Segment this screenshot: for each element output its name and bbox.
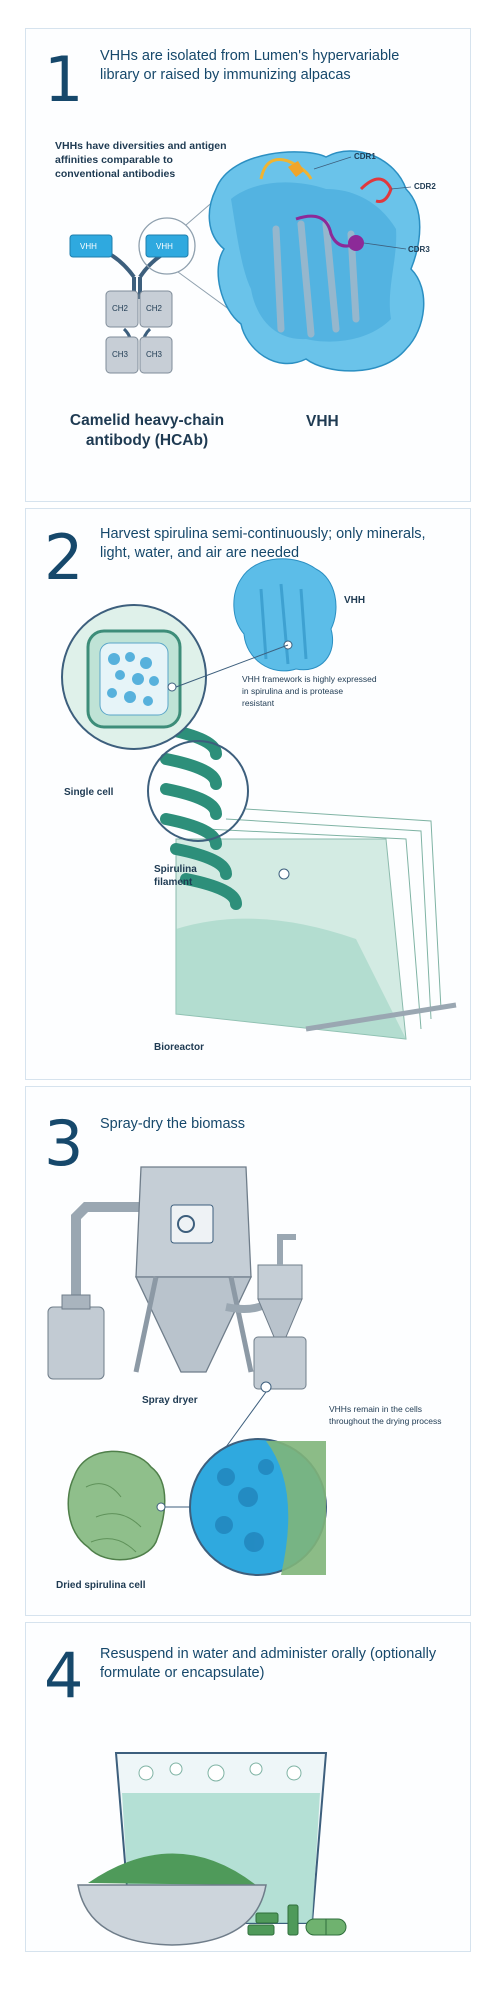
step-3-illustration (47, 1166, 327, 1576)
single-cell-zoom (61, 604, 207, 750)
step-3-heading: Spray-dry the biomass (100, 1116, 246, 1132)
dried-spirulina-cell (67, 1450, 196, 1561)
step-3-number: 3 (44, 1107, 84, 1180)
vhh-protein-structure (208, 150, 425, 372)
vhh-remain-note: VHHs remain in the cells throughout the … (329, 1404, 442, 1426)
filament-zoom-circle (147, 740, 249, 842)
vhh-structure-2 (175, 558, 337, 688)
spirulina-filament (160, 723, 242, 910)
ch3-right-label: CH3 (146, 350, 163, 359)
step-2-panel: 2 Harvest spirulina semi-continuously; o… (25, 508, 471, 1080)
step-4-number: 4 (44, 1639, 84, 1712)
step-4-illustration (77, 1752, 347, 1946)
vhh-domain-left-label: VHH (80, 242, 97, 251)
vhh-diversity-note: VHHs have diversities and antigen affini… (55, 140, 227, 180)
capsules-and-tablets (247, 1904, 347, 1936)
single-cell-label: Single cell (64, 787, 114, 798)
cdr1-label: CDR1 (354, 152, 376, 161)
ch3-left-label: CH3 (112, 350, 129, 359)
step-4-panel: 4 Resuspend in water and administer oral… (25, 1622, 471, 1952)
ch2-right-label: CH2 (146, 304, 163, 313)
step-1-heading: VHHs are isolated from Lumen's hypervari… (100, 48, 400, 83)
bioreactor-label: Bioreactor (154, 1042, 205, 1053)
powder-bowl (77, 1853, 267, 1946)
ch2-domain-right (139, 290, 173, 328)
vhh-label-2: VHH (344, 595, 366, 606)
ch3-domain-left (105, 336, 139, 374)
step-4-heading: Resuspend in water and administer orally… (100, 1646, 437, 1681)
vhh-domain-left (69, 234, 113, 258)
spray-dryer-label: Spray dryer (142, 1395, 198, 1406)
ch2-domain-left (105, 290, 139, 328)
spray-dryer (47, 1166, 307, 1393)
spirulina-filament-label: Spirulina filament (154, 864, 197, 888)
step-3-panel: 3 Spray-dry the biomass (25, 1086, 471, 1616)
step-1-illustration (69, 150, 425, 374)
hcab-antibody (69, 198, 257, 374)
step-2-illustration (61, 558, 457, 1040)
vhh-highlight-circle (138, 217, 196, 275)
ch2-left-label: CH2 (112, 304, 129, 313)
cdr2-label: CDR2 (414, 182, 436, 191)
dried-cell-zoom (189, 1438, 327, 1576)
dried-spirulina-cell-label: Dried spirulina cell (56, 1580, 146, 1591)
vhh-label: VHH (306, 413, 339, 430)
hcab-label: Camelid heavy-chain antibody (HCAb) (69, 412, 225, 449)
step-1-number: 1 (44, 43, 84, 116)
step-2-heading: Harvest spirulina semi-continuously; onl… (100, 526, 426, 561)
step-1-panel: 1 VHHs are isolated from Lumen's hyperva… (25, 28, 471, 502)
ch3-domain-right (139, 336, 173, 374)
vhh-domain-right (145, 234, 189, 258)
vhh-framework-note: VHH framework is highly expressed in spi… (242, 674, 377, 708)
cdr3-label: CDR3 (408, 245, 430, 254)
step-2-number: 2 (44, 521, 84, 594)
vhh-domain-right-label: VHH (156, 242, 173, 251)
bioreactor (175, 808, 457, 1040)
